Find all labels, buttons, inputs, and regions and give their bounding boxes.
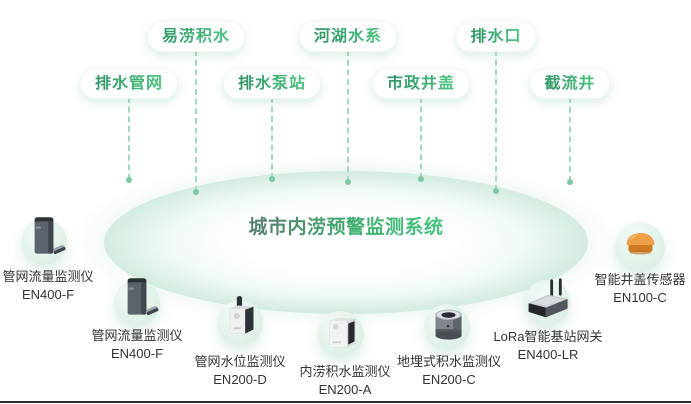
connector-dashed-line <box>493 50 499 194</box>
connector-dashed-line <box>269 97 275 182</box>
device-name: 管网水位监测仪 <box>194 354 286 369</box>
device-buried-water-monitor <box>424 304 470 350</box>
device-model: EN200-A <box>318 381 372 397</box>
device-water-level-monitor <box>217 296 263 346</box>
connector-dashed-line <box>567 97 573 185</box>
device-manhole-sensor <box>615 222 665 272</box>
pill-river-lake-system: 河湖水系 <box>298 21 398 52</box>
flow-monitor-icon <box>34 217 66 255</box>
device-name: 管网流量监测仪 <box>2 269 94 284</box>
pill-flood-prone-area: 易涝积水 <box>146 21 246 52</box>
device-name: 内涝积水监测仪 <box>299 364 391 379</box>
device-model: EN400-F <box>110 345 164 361</box>
device-label: 管网流量监测仪 EN400-F <box>67 327 207 362</box>
device-name: 地埋式积水监测仪 <box>396 354 501 369</box>
system-title: 城市内涝预警监测系统 <box>248 212 443 239</box>
device-model: EN100-C <box>613 289 667 305</box>
device-label: 地埋式积水监测仪 EN200-C <box>379 353 519 388</box>
pill-drainage-network: 排水管网 <box>79 68 179 99</box>
connector-dashed-line <box>418 97 424 182</box>
device-label: 管网水位监测仪 EN200-D <box>170 353 310 388</box>
ellipse-platform <box>104 171 588 314</box>
pill-label: 河湖水系 <box>313 28 383 45</box>
pill-label: 市政井盖 <box>386 75 456 92</box>
device-label: 内涝积水监测仪 EN200-A <box>275 363 415 398</box>
connector-dashed-line <box>193 50 199 195</box>
device-flow-monitor-2 <box>114 278 160 326</box>
pill-drainage-outlet: 排水口 <box>455 21 537 52</box>
device-name: 管网流量监测仪 <box>91 328 183 343</box>
connector-dashed-line <box>345 50 351 185</box>
pill-label: 排水口 <box>470 28 522 45</box>
device-model: EN400-LR <box>517 346 579 362</box>
manhole-sensor-icon <box>626 233 655 255</box>
pill-label: 排水管网 <box>94 75 164 92</box>
lora-gateway-icon <box>528 278 568 318</box>
connector-dashed-line <box>126 97 132 183</box>
pill-interception-well: 截流井 <box>529 68 611 99</box>
pill-drainage-pump-station: 排水泵站 <box>222 68 322 99</box>
device-label: 管网流量监测仪 EN400-F <box>0 268 118 303</box>
waterlogging-monitor-icon <box>329 317 356 348</box>
device-label: 智能井盖传感器 EN100-C <box>570 271 691 306</box>
pill-label: 排水泵站 <box>237 75 307 92</box>
device-lora-gateway <box>524 278 570 326</box>
pill-label: 易涝积水 <box>161 28 231 45</box>
device-flow-monitor-1 <box>21 217 67 265</box>
pill-label: 截流井 <box>544 75 596 92</box>
device-model: EN200-C <box>422 371 476 387</box>
device-name: 智能井盖传感器 <box>594 272 686 287</box>
pill-municipal-manhole: 市政井盖 <box>371 68 471 99</box>
device-model: EN200-D <box>213 371 267 387</box>
flow-monitor-icon <box>127 278 159 316</box>
device-name: LoRa智能基站网关 <box>493 329 603 344</box>
buried-water-monitor-icon <box>435 309 462 340</box>
device-model: EN400-F <box>21 286 75 302</box>
device-label: LoRa智能基站网关 EN400-LR <box>478 328 618 363</box>
device-waterlogging-monitor <box>318 311 364 357</box>
bottom-rule <box>0 401 691 403</box>
water-level-monitor-icon <box>229 296 254 334</box>
